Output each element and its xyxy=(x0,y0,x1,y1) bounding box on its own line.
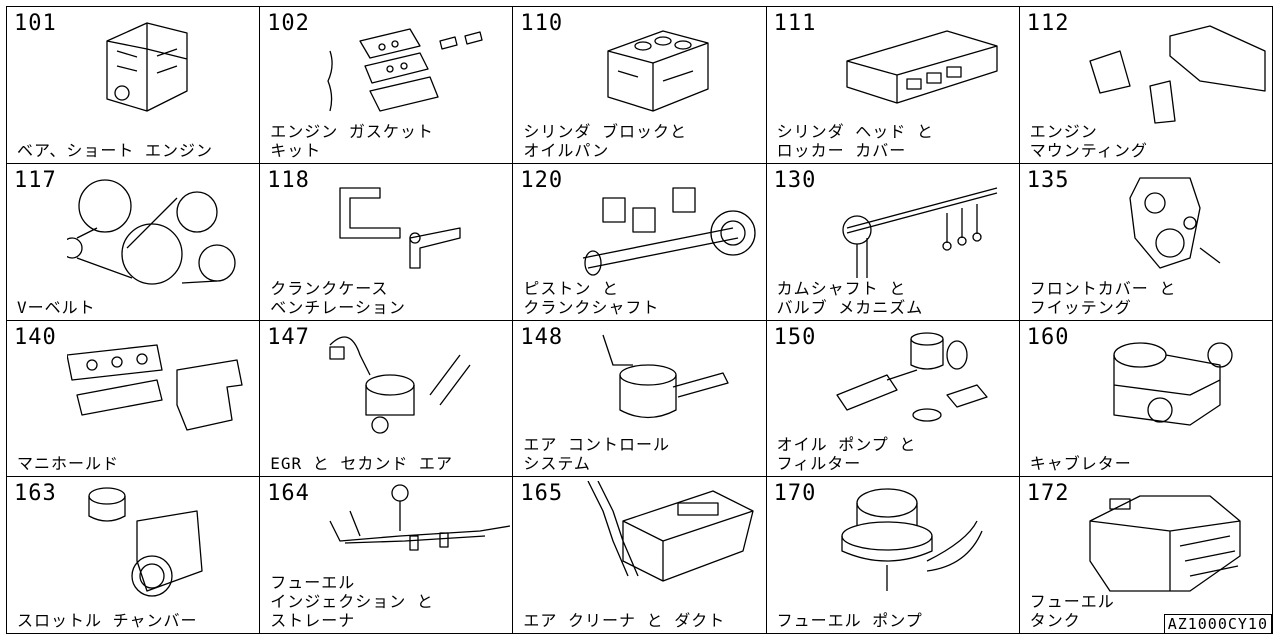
category-cell-135[interactable]: 135 フロントカバー と フイッテング xyxy=(1019,163,1273,321)
category-code: 164 xyxy=(267,481,310,507)
category-title: フューエル ポンプ xyxy=(776,611,923,630)
category-title: フロントカバー と フイッテング xyxy=(1029,278,1177,317)
fuel-injection-icon xyxy=(320,481,511,599)
category-title: ベア、ショート エンジン xyxy=(17,140,214,160)
category-title: フューエル インジェクション と ストレーナ xyxy=(270,573,434,630)
oil-pump-filter-icon xyxy=(827,325,1017,443)
category-code: 130 xyxy=(773,167,817,193)
throttle-chamber-icon xyxy=(67,481,257,599)
camshaft-valve-icon xyxy=(827,168,1017,286)
category-cell-165[interactable]: 165 エア クリーナ と ダクト xyxy=(513,477,767,634)
category-code: 120 xyxy=(520,167,564,193)
category-code: 140 xyxy=(14,324,57,350)
category-code: 163 xyxy=(14,481,57,507)
category-title: スロットル チャンバー xyxy=(17,611,198,630)
category-title: エンジン マウンティング xyxy=(1029,121,1148,160)
category-code: 112 xyxy=(1026,11,1070,36)
category-code: 118 xyxy=(267,167,310,193)
manifold-icon xyxy=(66,325,257,443)
ventilation-hose-icon xyxy=(320,168,510,286)
category-cell-148[interactable]: 148 エア コントロール システム xyxy=(513,320,767,478)
short-engine-block-icon xyxy=(67,11,257,129)
category-title: キャブレター xyxy=(1029,454,1132,474)
category-code: 150 xyxy=(773,324,817,350)
category-title: Vーベルト xyxy=(17,297,96,317)
category-code: 111 xyxy=(773,11,817,36)
category-code: 147 xyxy=(267,324,310,350)
category-cell-140[interactable]: 140 マニホールド xyxy=(7,320,261,478)
category-cell-117[interactable]: 117 Vーベルト xyxy=(7,163,261,321)
category-cell-172[interactable]: 172 フューエル タンク xyxy=(1019,477,1273,634)
category-title: シリンダ ヘッド と ロッカー カバー xyxy=(776,121,934,160)
category-title: エア コントロール システム xyxy=(523,435,671,474)
category-code: 172 xyxy=(1026,481,1070,507)
category-cell-110[interactable]: 110 シリンダ ブロックと オイルパン xyxy=(513,7,767,164)
category-code: 110 xyxy=(520,11,564,36)
category-code: 135 xyxy=(1026,167,1070,193)
category-title: エンジン ガスケット キット xyxy=(270,121,434,160)
category-title: クランクケース ベンチレーション xyxy=(270,278,406,317)
category-code: 170 xyxy=(773,481,817,507)
category-title: オイル ポンプ と フィルター xyxy=(776,435,917,474)
parts-category-grid: 101 ベア、ショート エンジン 102 エンジン ガスケット キット 110 … xyxy=(6,6,1273,634)
category-code: 160 xyxy=(1026,324,1070,350)
engine-mount-icon xyxy=(1080,11,1270,129)
category-cell-130[interactable]: 130 カムシャフト と バルブ メカニズム xyxy=(766,163,1020,321)
category-title: エア クリーナ と ダクト xyxy=(523,611,726,630)
air-cleaner-icon xyxy=(573,480,763,599)
category-cell-111[interactable]: 111 シリンダ ヘッド と ロッカー カバー xyxy=(766,7,1020,164)
category-title: フューエル タンク xyxy=(1029,592,1115,630)
category-code: 117 xyxy=(14,167,57,193)
cylinder-block-icon xyxy=(573,11,763,129)
category-cell-160[interactable]: 160 キャブレター xyxy=(1019,320,1273,478)
front-cover-icon xyxy=(1080,168,1270,286)
category-title: シリンダ ブロックと オイルパン xyxy=(523,121,688,160)
v-belt-icon xyxy=(61,168,257,286)
category-code: 148 xyxy=(520,324,564,350)
egr-valve-icon xyxy=(320,325,510,443)
category-cell-147[interactable]: 147 EGR と セカンド エア xyxy=(260,320,514,478)
category-title: マニホールド xyxy=(17,454,120,474)
reference-code: AZ1000CY10 xyxy=(1163,614,1272,634)
category-cell-112[interactable]: 112 エンジン マウンティング xyxy=(1019,7,1273,164)
gasket-kit-icon xyxy=(320,11,510,129)
category-code: 101 xyxy=(14,11,57,36)
carburetor-icon xyxy=(1080,325,1270,443)
category-cell-120[interactable]: 120 ピストン と クランクシャフト xyxy=(513,163,767,321)
category-code: 102 xyxy=(267,11,310,36)
fuel-pump-icon xyxy=(827,481,1017,599)
fuel-tank-icon xyxy=(1080,481,1270,599)
piston-crankshaft-icon xyxy=(573,168,763,286)
air-control-valve-icon xyxy=(573,325,763,443)
cylinder-head-icon xyxy=(827,11,1017,129)
category-cell-118[interactable]: 118 クランクケース ベンチレーション xyxy=(260,163,514,321)
category-title: カムシャフト と バルブ メカニズム xyxy=(776,278,924,317)
category-title: EGR と セカンド エア xyxy=(270,454,453,474)
category-code: 165 xyxy=(520,481,564,507)
category-title: ピストン と クランクシャフト xyxy=(523,278,660,317)
category-cell-164[interactable]: 164 フューエル インジェクション と ストレーナ xyxy=(260,477,514,634)
category-cell-163[interactable]: 163 スロットル チャンバー xyxy=(7,477,261,634)
category-cell-102[interactable]: 102 エンジン ガスケット キット xyxy=(260,7,514,164)
category-cell-150[interactable]: 150 オイル ポンプ と フィルター xyxy=(766,320,1020,478)
category-cell-170[interactable]: 170 フューエル ポンプ xyxy=(766,477,1020,634)
category-cell-101[interactable]: 101 ベア、ショート エンジン xyxy=(7,7,261,164)
